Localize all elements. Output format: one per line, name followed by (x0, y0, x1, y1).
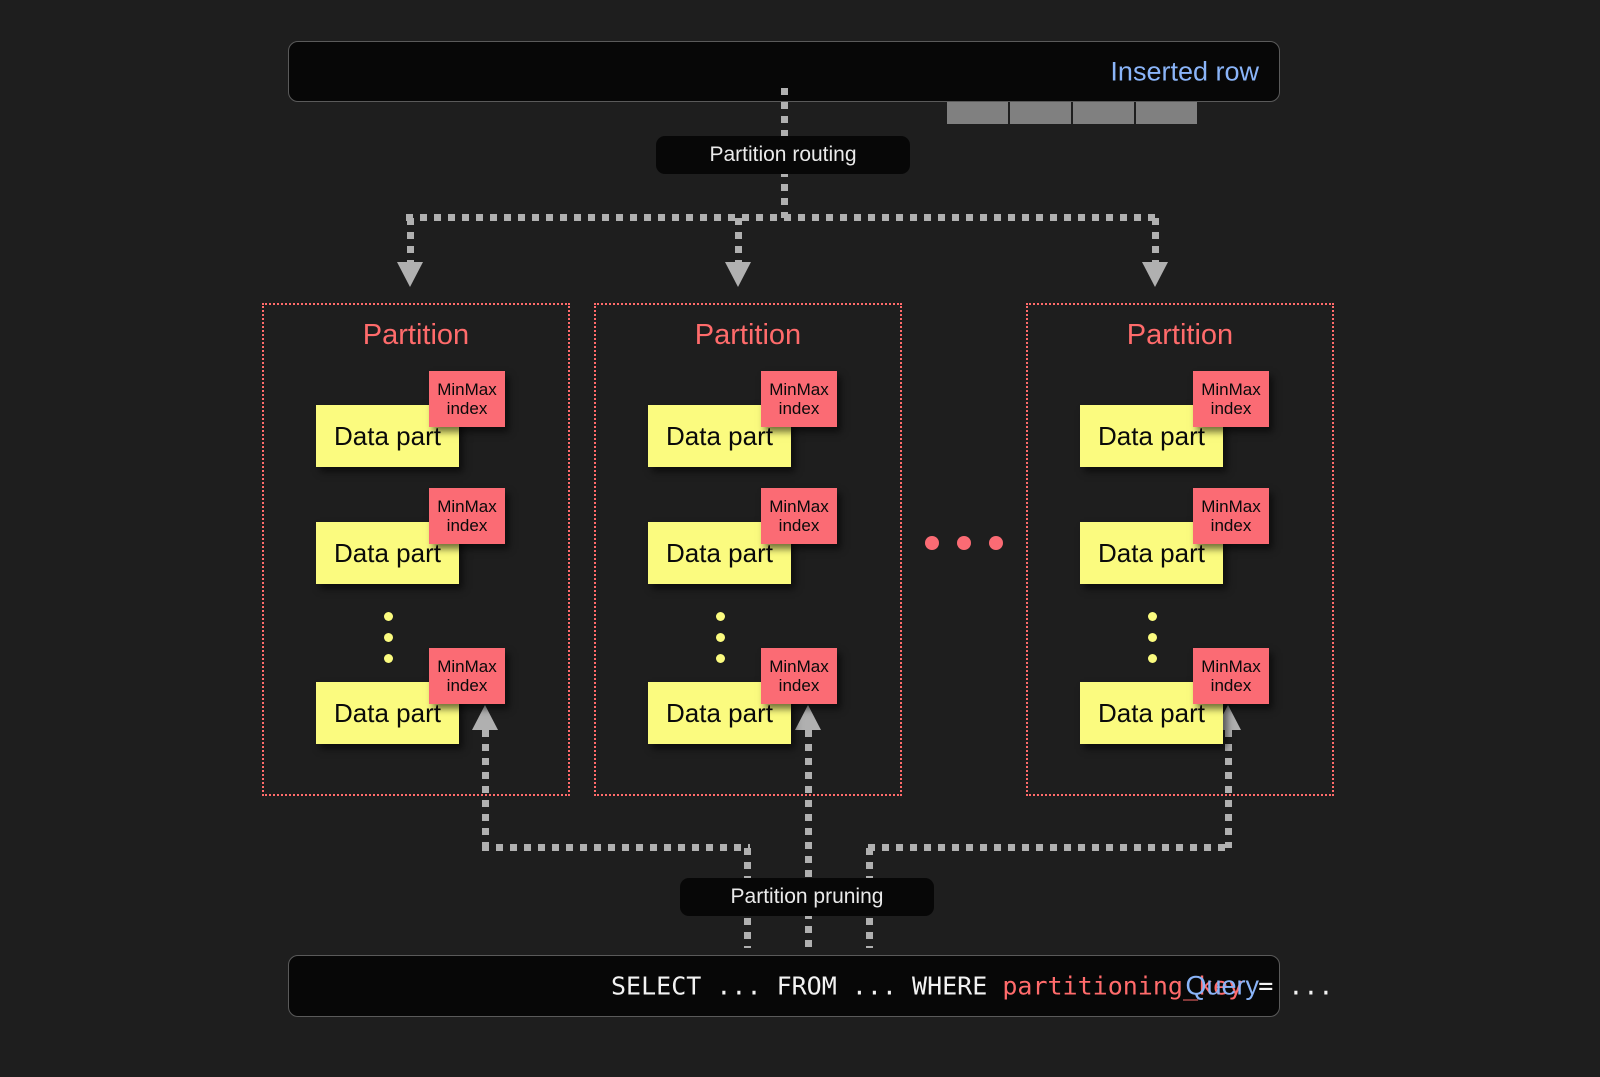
ellipsis-dot (716, 633, 725, 642)
connector-pruning-bus-left (482, 844, 750, 851)
data-part-label: Data part (1098, 537, 1205, 568)
partition-title-3: Partition (1126, 319, 1234, 351)
row-cell (1073, 102, 1134, 124)
partition-routing-label: Partition routing (709, 143, 857, 166)
sql-partitioning-key: partitioning_key (1002, 971, 1244, 1001)
connector-bus-to-partition-1 (407, 218, 414, 264)
partition-pruning-label: Partition pruning (730, 885, 884, 908)
row-cell (1010, 102, 1071, 124)
ellipsis-dot (716, 654, 725, 663)
data-part-label: Data part (666, 537, 773, 568)
row-cell (1136, 102, 1197, 124)
vertical-ellipsis-1 (384, 612, 393, 663)
connector-routing-to-bus (781, 170, 788, 218)
row-cell (947, 102, 1008, 124)
sql-query-text: SELECT ... FROM ... WHERE partitioning_k… (611, 972, 1333, 1001)
ellipsis-dot (384, 633, 393, 642)
data-part-1-3: Data part (316, 682, 459, 744)
ellipsis-dot (957, 536, 971, 550)
partition-routing-box[interactable]: Partition routing (656, 136, 910, 174)
ellipsis-dot (1148, 654, 1157, 663)
arrow-down-partition-3 (1142, 262, 1168, 287)
arrow-down-partition-1 (397, 262, 423, 287)
data-part-label: Data part (666, 420, 773, 451)
arrow-up-partition-2 (795, 705, 821, 730)
ellipsis-dot (384, 654, 393, 663)
data-part-label: Data part (666, 697, 773, 728)
data-part-label: Data part (1098, 420, 1205, 451)
connector-bus-to-partition-2 (735, 218, 742, 264)
data-part-label: Data part (334, 537, 441, 568)
partition-pruning-box[interactable]: Partition pruning (680, 878, 934, 916)
partitions-ellipsis (925, 536, 1003, 550)
arrow-down-partition-2 (725, 262, 751, 287)
connector-row-to-routing (781, 88, 788, 138)
data-part-label: Data part (334, 420, 441, 451)
data-part-label: Data part (334, 697, 441, 728)
ellipsis-dot (384, 612, 393, 621)
vertical-ellipsis-3 (1148, 612, 1157, 663)
inserted-row-label: Inserted row (1110, 56, 1259, 86)
connector-pruning-to-partition-2 (805, 730, 812, 948)
query-bar: SELECT ... FROM ... WHERE partitioning_k… (288, 955, 1333, 1017)
data-part-label: Data part (1098, 697, 1205, 728)
query-label: Query (1185, 970, 1259, 1001)
sql-suffix: = ... (1243, 971, 1334, 1001)
arrow-up-partition-1 (472, 705, 498, 730)
inserted-row-bar: Inserted row (288, 41, 1280, 124)
inserted-row-cells (947, 102, 1197, 124)
ellipsis-dot (1148, 633, 1157, 642)
sql-prefix: SELECT ... FROM ... WHERE (611, 971, 1003, 1001)
ellipsis-dot (925, 536, 939, 550)
ellipsis-dot (716, 612, 725, 621)
connector-pruning-bus-right (868, 844, 1232, 851)
vertical-ellipsis-2 (716, 612, 725, 663)
partition-title-1: Partition (362, 319, 470, 351)
partition-title-2: Partition (694, 319, 802, 351)
data-part-3-1: Data part (1080, 405, 1223, 467)
connector-bus-to-partition-3 (1152, 218, 1159, 264)
connector-routing-bus (406, 214, 1158, 221)
ellipsis-dot (1148, 612, 1157, 621)
connector-pruning-to-partition-1 (482, 730, 489, 848)
data-part-1-1: Data part (316, 405, 459, 467)
ellipsis-dot (989, 536, 1003, 550)
connector-pruning-to-partition-3 (1225, 730, 1232, 848)
